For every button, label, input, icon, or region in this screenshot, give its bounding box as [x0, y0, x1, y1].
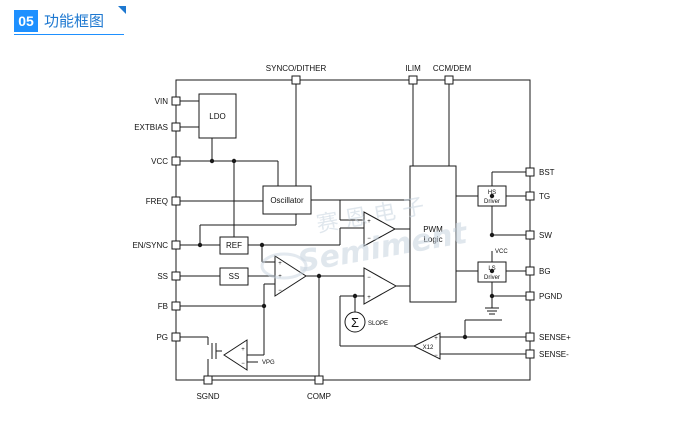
- pin-pg: [171, 332, 181, 342]
- pin-vcc: [171, 156, 181, 166]
- svg-text:+: +: [278, 261, 282, 267]
- pin-label-vcc: VCC: [151, 157, 168, 166]
- vcc-small-label: VCC: [495, 249, 508, 255]
- pin-label-sw: SW: [539, 231, 552, 240]
- sigma-icon: Σ: [351, 315, 359, 330]
- pin-ilim: [408, 75, 418, 85]
- svg-text:+: +: [241, 347, 245, 353]
- ldo-block: [198, 93, 237, 139]
- pin-label-freq: FREQ: [146, 197, 168, 206]
- oscillator-block: [262, 185, 312, 215]
- pin-sense-minus: [525, 349, 535, 359]
- pin-en-sync: [171, 240, 181, 250]
- pin-label-ss: SS: [157, 272, 168, 281]
- section-title: 功能框图: [44, 12, 105, 30]
- pin-label-vin: VIN: [155, 97, 169, 106]
- pin-label-en-sync: EN/SYNC: [132, 241, 168, 250]
- pin-freq: [171, 196, 181, 206]
- section-number: 05: [14, 10, 38, 32]
- x12-label: X12: [423, 345, 434, 351]
- pin-label-ccm-dem: CCM/DEM: [433, 64, 472, 73]
- pin-sw: [525, 230, 535, 240]
- pin-comp: [314, 375, 324, 385]
- pin-extbias: [171, 122, 181, 132]
- slope-label: SLOPE: [368, 321, 388, 327]
- svg-text:−: −: [367, 275, 371, 281]
- pin-ss: [171, 271, 181, 281]
- svg-text:−: −: [434, 353, 438, 359]
- pin-label-synco-dither: SYNCO/DITHER: [266, 64, 327, 73]
- pin-pgnd: [525, 291, 535, 301]
- section-underline: [14, 34, 124, 35]
- svg-text:+: +: [367, 295, 371, 301]
- pin-bg: [525, 266, 535, 276]
- svg-text:+: +: [434, 336, 438, 342]
- vpg-label: VPG: [262, 360, 275, 366]
- pin-tg: [525, 191, 535, 201]
- logic-label: Logic: [423, 235, 442, 244]
- pin-label-ilim: ILIM: [405, 64, 421, 73]
- hs-label: HS: [488, 190, 496, 196]
- pin-label-comp: COMP: [307, 392, 331, 401]
- ls-driver-label: Driver: [484, 275, 500, 281]
- pin-bst: [525, 167, 535, 177]
- pin-label-tg: TG: [539, 192, 550, 201]
- pin-label-pg: PG: [156, 333, 168, 342]
- ls-label: LS: [488, 266, 495, 272]
- corner-mark-icon: [118, 6, 126, 14]
- pin-sense-plus: [525, 332, 535, 342]
- pwm-logic-block: [409, 165, 457, 303]
- pin-synco-dither: [291, 75, 301, 85]
- hs-driver-label: Driver: [484, 199, 500, 205]
- svg-text:−: −: [241, 361, 245, 367]
- pin-fb: [171, 301, 181, 311]
- slope-summer-icon: [344, 311, 366, 333]
- svg-text:−: −: [367, 236, 371, 242]
- pin-label-pgnd: PGND: [539, 292, 562, 301]
- junction-dots: [197, 158, 495, 340]
- current-comparator: [363, 267, 398, 305]
- x12-amplifier: [412, 332, 441, 360]
- pg-comparator: [223, 339, 248, 371]
- ss-label: SS: [229, 272, 240, 281]
- chip-outline: [175, 79, 531, 381]
- pwm-label: PWM: [423, 225, 443, 234]
- pin-label-extbias: EXTBIAS: [134, 123, 168, 132]
- ldo-label: LDO: [209, 112, 225, 121]
- svg-text:−: −: [278, 288, 282, 294]
- section-header: 05 功能框图: [14, 6, 126, 35]
- ref-label: REF: [226, 241, 242, 250]
- pin-label-sense-plus: SENSE+: [539, 333, 571, 342]
- pin-label-fb: FB: [158, 302, 168, 311]
- pwm-comparator: [363, 211, 397, 247]
- pin-label-bst: BST: [539, 168, 555, 177]
- pin-ccm-dem: [444, 75, 454, 85]
- oscillator-label: Oscillator: [270, 196, 304, 205]
- pin-label-bg: BG: [539, 267, 551, 276]
- pin-sgnd: [203, 375, 213, 385]
- pin-label-sgnd: SGND: [196, 392, 219, 401]
- pin-label-sense-minus: SENSE-: [539, 350, 569, 359]
- svg-text:+: +: [367, 219, 371, 225]
- pin-vin: [171, 96, 181, 106]
